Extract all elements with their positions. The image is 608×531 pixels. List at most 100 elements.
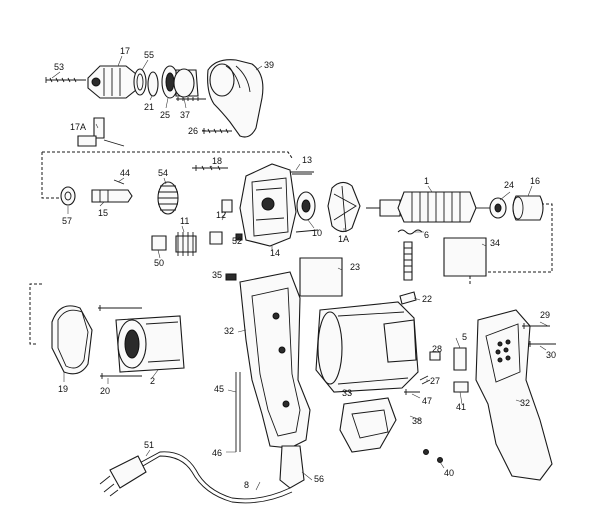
chuck-17 <box>87 65 137 99</box>
field-2 <box>115 315 185 373</box>
callout-35: 35 <box>212 270 222 280</box>
leader-lines <box>51 55 549 491</box>
callout-54: 54 <box>158 168 168 178</box>
callout-38: 38 <box>412 416 422 426</box>
spindle-15 <box>91 189 133 203</box>
callout-40: 40 <box>444 468 454 478</box>
callout-32b: 32 <box>520 398 530 408</box>
wire-45 <box>235 372 241 452</box>
bearing-10 <box>295 191 319 233</box>
pin-44 <box>113 179 125 185</box>
bushing-50 <box>151 235 167 251</box>
callout-45: 45 <box>214 384 224 394</box>
ring-21 <box>147 71 159 97</box>
callout-56: 56 <box>314 474 324 484</box>
gear-11 <box>175 232 197 256</box>
callout-51: 51 <box>144 440 154 450</box>
callout-46: 46 <box>212 448 222 458</box>
callout-39: 39 <box>264 60 274 70</box>
callout-34: 34 <box>490 238 500 248</box>
callout-6: 6 <box>424 230 429 240</box>
gear-housing-14 <box>239 163 297 247</box>
handle-half-32 <box>475 309 553 481</box>
spindle-37 <box>173 68 206 101</box>
callout-11: 11 <box>180 216 189 226</box>
callout-20: 20 <box>100 386 110 396</box>
group-bracket-left <box>41 151 293 199</box>
gear-case-39 <box>207 59 264 138</box>
bearing-24 <box>489 197 507 219</box>
cord-protector-56 <box>279 445 305 489</box>
callout-27: 27 <box>430 376 440 386</box>
callout-32a: 32 <box>224 326 234 336</box>
callout-8: 8 <box>244 480 249 490</box>
callout-47: 47 <box>422 396 432 406</box>
line-cord-8 <box>133 451 293 504</box>
washer-57 <box>60 186 76 206</box>
callout-5: 5 <box>462 332 467 342</box>
callout-16: 16 <box>530 176 540 186</box>
callout-29: 29 <box>540 310 550 320</box>
callout-26: 26 <box>188 126 198 136</box>
callout-33: 33 <box>342 388 352 398</box>
callout-41: 41 <box>456 402 466 412</box>
callout-19: 19 <box>58 384 68 394</box>
screw-20 <box>98 305 142 379</box>
chuck-key-17a <box>77 117 125 147</box>
callout-15: 15 <box>98 208 108 218</box>
screw-28 <box>429 351 441 361</box>
callout-52: 52 <box>232 236 242 246</box>
callout-53: 53 <box>54 62 64 72</box>
armature-1 <box>366 191 492 223</box>
callout-12: 12 <box>216 210 226 220</box>
callout-1a: 1A <box>338 234 349 244</box>
housing-half-32 <box>239 271 311 449</box>
fan-1a <box>327 181 361 233</box>
callout-57: 57 <box>62 216 72 226</box>
callout-17a: 17A <box>70 122 86 132</box>
callout-13: 13 <box>302 155 312 165</box>
callout-10: 10 <box>312 228 322 238</box>
shaft-13 <box>290 171 314 175</box>
screws-40 <box>423 449 443 463</box>
callout-55: 55 <box>144 50 154 60</box>
callout-17: 17 <box>120 46 130 56</box>
callout-2: 2 <box>150 376 155 386</box>
gear-54 <box>157 181 179 215</box>
end-bell-19 <box>51 305 93 375</box>
retaining-ring-55 <box>133 68 147 96</box>
bearing-25 <box>161 65 179 99</box>
callout-21: 21 <box>144 102 154 112</box>
insulator-23 <box>299 257 343 297</box>
end-cap-16 <box>512 195 544 221</box>
spring-6 <box>397 229 423 235</box>
callout-50: 50 <box>154 258 164 268</box>
insulator-34 <box>443 237 487 277</box>
brush-holder-6 <box>403 241 413 281</box>
callout-24: 24 <box>504 180 514 190</box>
callout-1: 1 <box>424 176 429 186</box>
spring-27 <box>419 375 431 385</box>
callout-22: 22 <box>422 294 432 304</box>
screw-29 <box>522 323 550 329</box>
switch-5 <box>453 347 467 371</box>
screw-47 <box>404 389 420 395</box>
field-case-33 <box>315 301 419 393</box>
callout-25: 25 <box>160 110 170 120</box>
callout-14: 14 <box>270 248 280 258</box>
switch-assembly-38 <box>339 397 397 453</box>
block-12 <box>209 199 233 245</box>
callout-37: 37 <box>180 110 190 120</box>
callout-44: 44 <box>120 168 130 178</box>
clip-22 <box>399 291 417 305</box>
callout-30: 30 <box>546 350 556 360</box>
callout-18: 18 <box>212 156 222 166</box>
callout-23: 23 <box>350 262 360 272</box>
screw-53 <box>45 77 86 83</box>
plug-51 <box>99 455 147 497</box>
screw-26 <box>202 128 232 134</box>
callout-28: 28 <box>432 344 442 354</box>
switch-lock-41 <box>453 381 469 393</box>
group-bracket-lower <box>29 283 42 345</box>
